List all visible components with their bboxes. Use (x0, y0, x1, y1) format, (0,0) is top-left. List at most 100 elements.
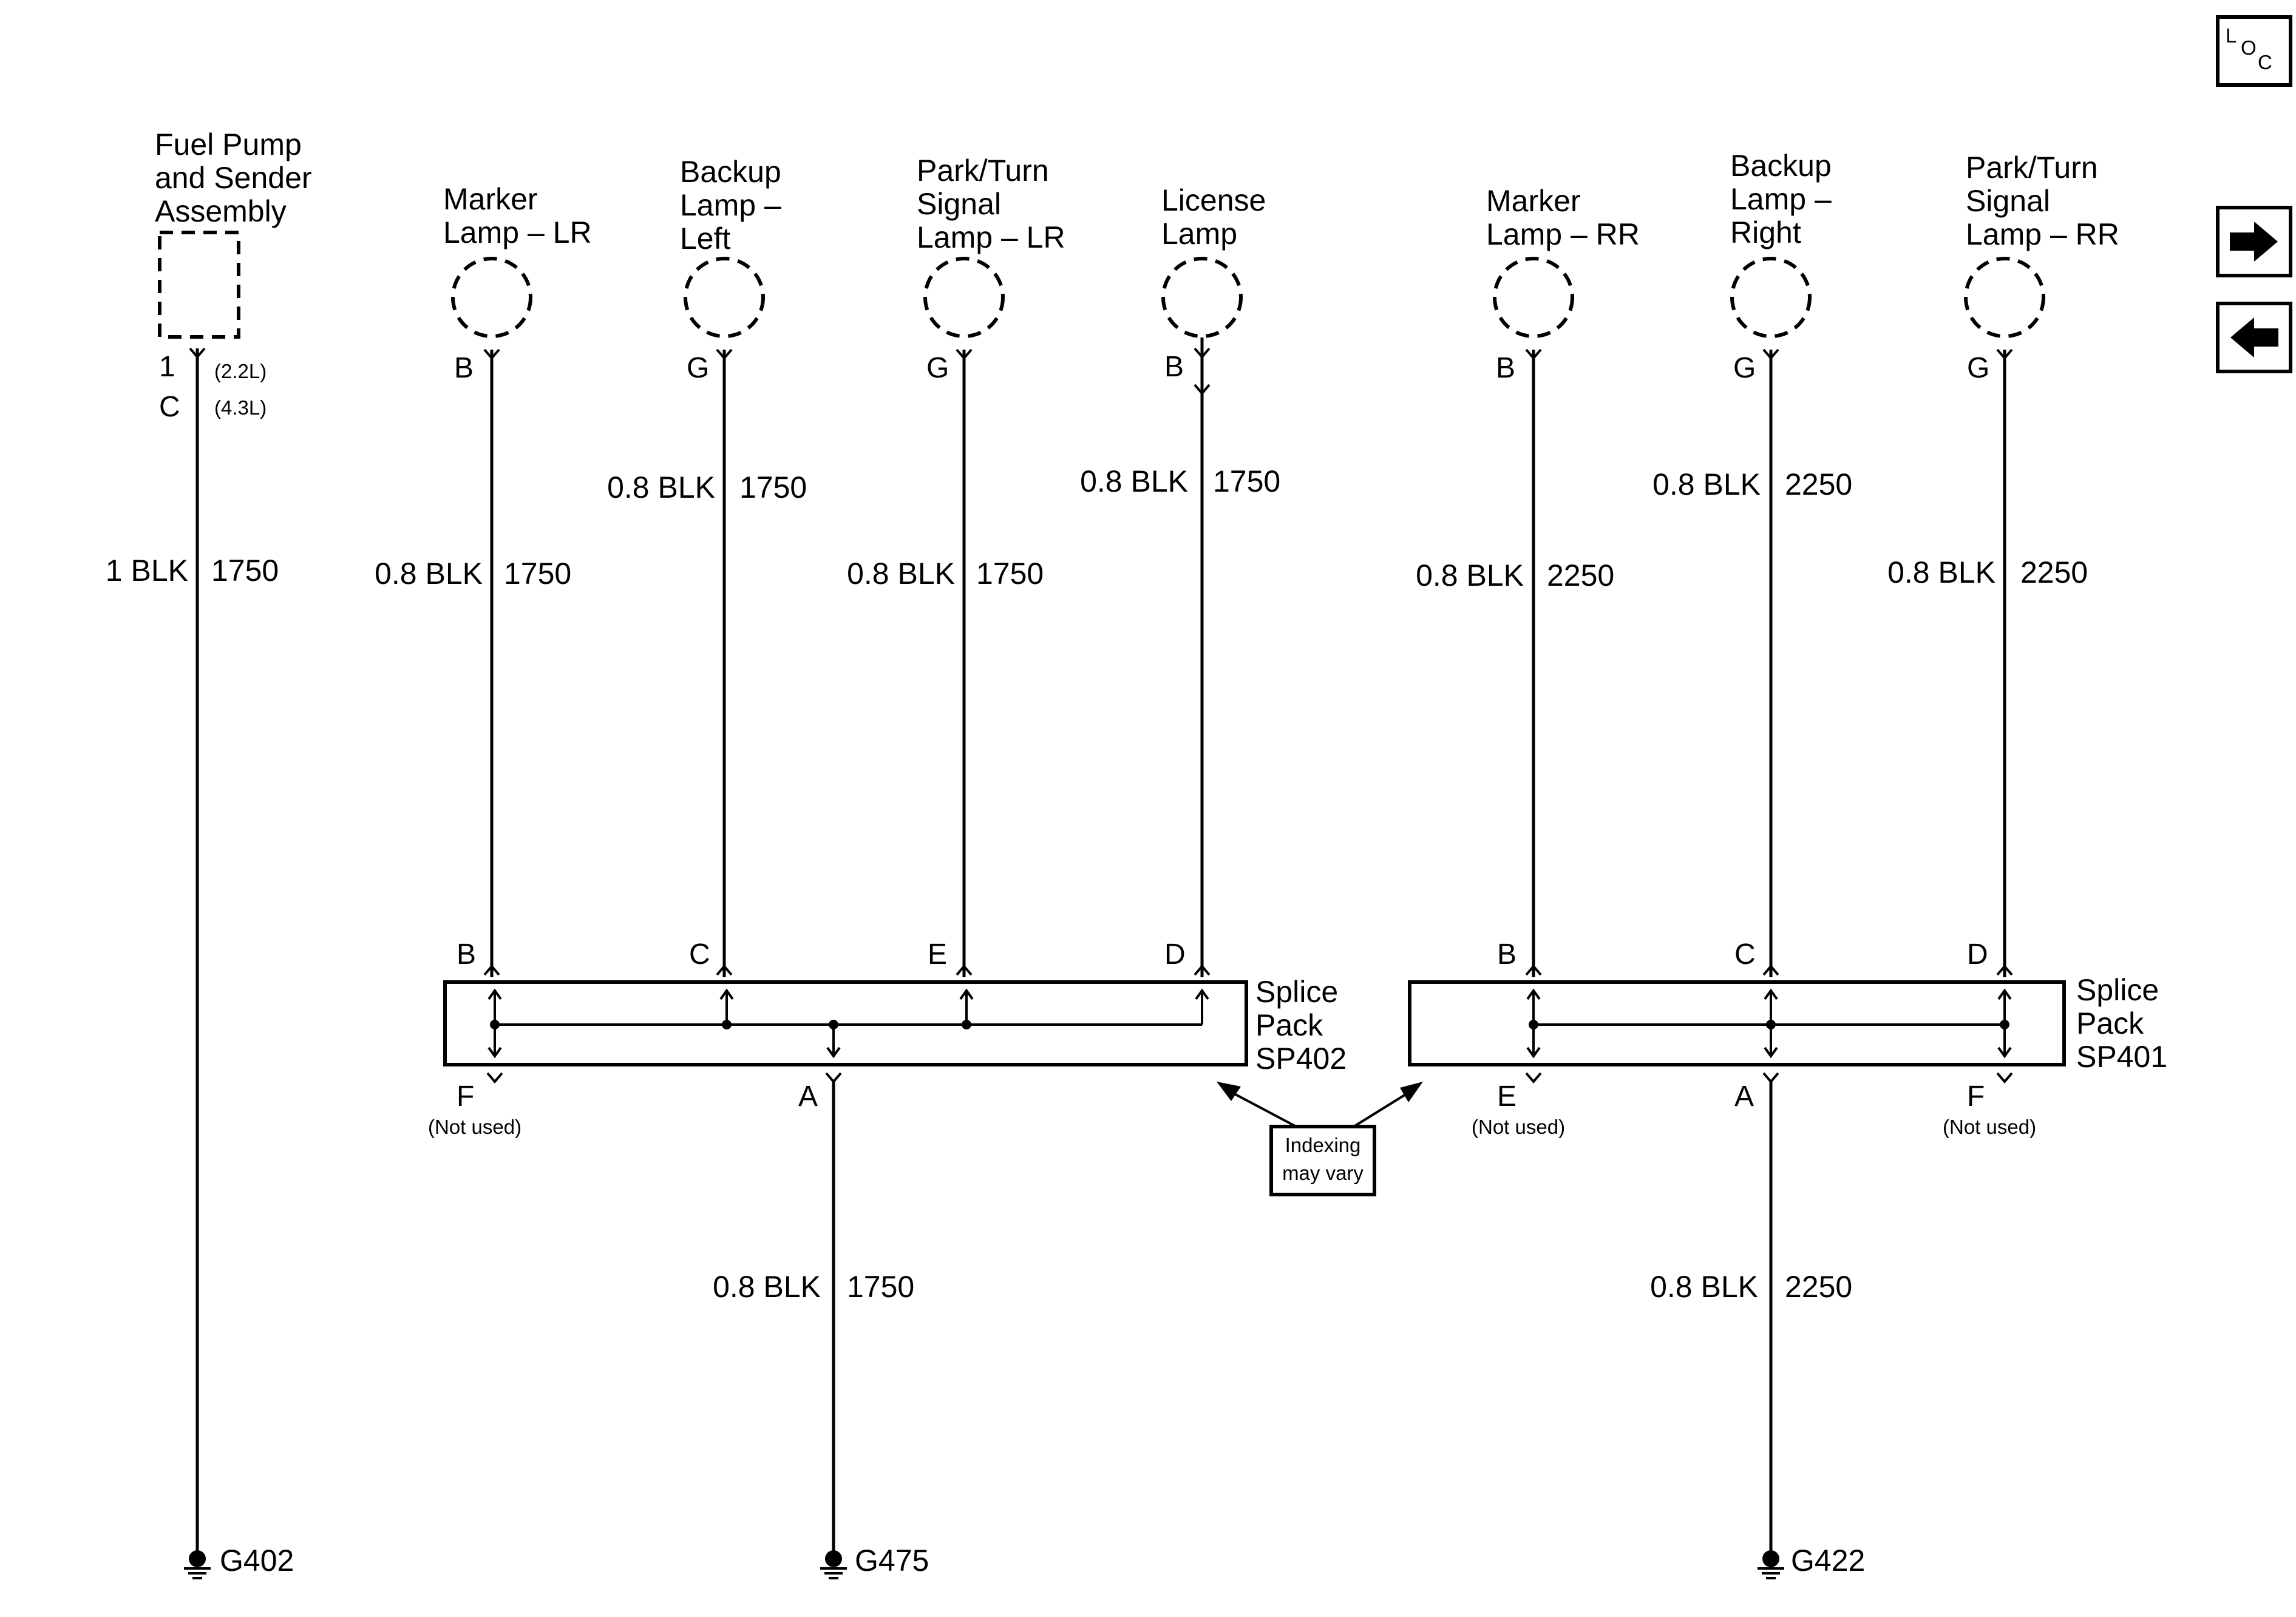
sp401-pin-e-note: (Not used) (1472, 1116, 1565, 1138)
backup-left-pin: G (687, 352, 709, 384)
fuel-pump-pin1-note: (2.2L) (214, 360, 267, 382)
sp401-pin-f-note: (Not used) (1943, 1116, 2036, 1138)
license-lamp: License Lamp B (1161, 183, 1266, 395)
wire-gauge-parkturn-lr: 0.8 BLK (847, 557, 955, 591)
wire-circuit-parkturn-lr: 1750 (976, 557, 1044, 591)
ground-symbol-g402 (183, 1549, 212, 1579)
backup-right-label-1: Backup (1730, 149, 1832, 183)
indexing-note: Indexing may vary (1217, 1082, 1423, 1196)
forward-button[interactable] (2216, 206, 2292, 277)
wire-gauge-parkturn-rr: 0.8 BLK (1887, 555, 1995, 589)
wire-gauge-sp402-ground: 0.8 BLK (713, 1270, 821, 1304)
ground-label-g402: G402 (220, 1544, 294, 1578)
sp401-pin-a: A (1734, 1080, 1754, 1113)
indexing-note-line-1: Indexing (1285, 1134, 1361, 1156)
backup-lamp-right: Backup Lamp – Right G (1730, 149, 1832, 384)
sp401-box (1408, 980, 2066, 1066)
license-outline (1161, 257, 1243, 338)
loc-icon-o: O (2241, 36, 2257, 59)
indexing-arrow-left (1224, 1088, 1297, 1128)
parkturn-rr-label-3: Lamp – RR (1966, 217, 2119, 251)
backup-right-pin: G (1733, 352, 1756, 384)
wire-circuit-backup-right: 2250 (1785, 467, 1852, 501)
wire-circuit-marker-rr: 2250 (1547, 558, 1614, 592)
splice-pack-sp401: B C D E (Not used) A F (Not used) Splice… (1408, 938, 2167, 1138)
sp401-label-1: Splice (2076, 973, 2159, 1007)
loc-button[interactable]: L O C (2216, 15, 2292, 87)
wire-circuit-marker-lr: 1750 (504, 557, 571, 591)
ground-symbol-g422 (1756, 1549, 1785, 1579)
wire-gauge-marker-lr: 0.8 BLK (375, 557, 483, 591)
fuel-pump-pin2-note: (4.3L) (214, 396, 267, 419)
wire-circuit-sp401-ground: 2250 (1785, 1270, 1852, 1304)
wire-circuit-sp402-ground: 1750 (847, 1270, 914, 1304)
indexing-note-box (1269, 1125, 1376, 1196)
backup-lamp-left: Backup Lamp – Left G (680, 155, 781, 384)
fuel-pump-pin1: 1 (159, 351, 175, 383)
sp402-box (443, 980, 1248, 1066)
backup-left-outline (684, 257, 765, 338)
wire-gauge-fuel: 1 BLK (106, 554, 188, 588)
sp401-label-2: Pack (2076, 1006, 2144, 1040)
parkturn-lamp-rr: Park/Turn Signal Lamp – RR G (1964, 151, 2119, 384)
sp402-pin-b: B (457, 938, 476, 971)
marker-lr-pin: B (454, 352, 474, 384)
fuel-pump-pin2: C (159, 391, 180, 423)
sp402-pin-c: C (689, 938, 710, 971)
parkturn-lr-outline (923, 257, 1005, 338)
sp402-pin-f: F (457, 1080, 474, 1113)
marker-rr-pin: B (1496, 352, 1515, 384)
left-arrow-icon (2230, 317, 2278, 358)
sp402-pin-f-note: (Not used) (428, 1116, 521, 1138)
sp401-pin-b: B (1497, 938, 1517, 971)
ground-symbol-g475 (819, 1549, 848, 1579)
sp402-label-1: Splice (1255, 975, 1338, 1009)
license-label-2: Lamp (1161, 217, 1237, 251)
right-arrow-icon (2230, 222, 2278, 262)
sp401-pin-c: C (1734, 938, 1756, 971)
parkturn-lr-label-3: Lamp – LR (917, 220, 1065, 254)
sp402-label-2: Pack (1255, 1008, 1323, 1042)
license-pin: B (1164, 351, 1184, 383)
marker-rr-label-1: Marker (1486, 184, 1581, 218)
fuel-pump-label-3: Assembly (155, 194, 287, 228)
wire-circuit-fuel: 1750 (211, 554, 279, 588)
parkturn-rr-pin: G (1967, 352, 1989, 384)
wire-gauge-sp401-ground: 0.8 BLK (1650, 1270, 1758, 1304)
backup-right-outline (1730, 257, 1812, 338)
loc-icon: L (2226, 24, 2237, 47)
fuel-pump-label-1: Fuel Pump (155, 127, 302, 161)
sp402-pin-a: A (798, 1080, 818, 1113)
wire-gauge-backup-left: 0.8 BLK (607, 470, 715, 504)
marker-lr-label-2: Lamp – LR (443, 215, 592, 249)
sp401-label-3: SP401 (2076, 1040, 2167, 1074)
wire-gauge-marker-rr: 0.8 BLK (1416, 558, 1524, 592)
backup-left-label-1: Backup (680, 155, 781, 189)
parkturn-rr-label-2: Signal (1966, 184, 2050, 218)
loc-icon-c: C (2258, 51, 2272, 73)
parkturn-rr-label-1: Park/Turn (1966, 151, 2098, 185)
ground-label-g475: G475 (855, 1544, 929, 1578)
marker-lamp-rr: Marker Lamp – RR B (1486, 184, 1640, 384)
marker-rr-label-2: Lamp – RR (1486, 217, 1640, 251)
parkturn-rr-outline (1964, 257, 2045, 338)
sp401-pin-f: F (1967, 1080, 1985, 1113)
backup-right-label-2: Lamp – (1730, 182, 1832, 216)
wire-gauge-backup-right: 0.8 BLK (1652, 467, 1761, 501)
marker-lamp-lr: Marker Lamp – LR B (443, 182, 592, 384)
parkturn-lr-label-2: Signal (917, 187, 1001, 221)
ground-label-g422: G422 (1791, 1544, 1865, 1578)
marker-lr-outline (451, 257, 532, 338)
indexing-note-line-2: may vary (1282, 1162, 1364, 1184)
license-label-1: License (1161, 183, 1266, 217)
parkturn-lamp-lr: Park/Turn Signal Lamp – LR G (917, 154, 1065, 384)
back-button[interactable] (2216, 302, 2292, 373)
wire-circuit-parkturn-rr: 2250 (2020, 555, 2088, 589)
parkturn-lr-pin: G (926, 352, 949, 384)
marker-rr-outline (1493, 257, 1574, 338)
wire-circuit-backup-left: 1750 (739, 470, 807, 504)
sp401-pin-d: D (1967, 938, 1988, 971)
fuel-pump-label-2: and Sender (155, 161, 312, 195)
wire-circuit-license: 1750 (1213, 464, 1280, 498)
